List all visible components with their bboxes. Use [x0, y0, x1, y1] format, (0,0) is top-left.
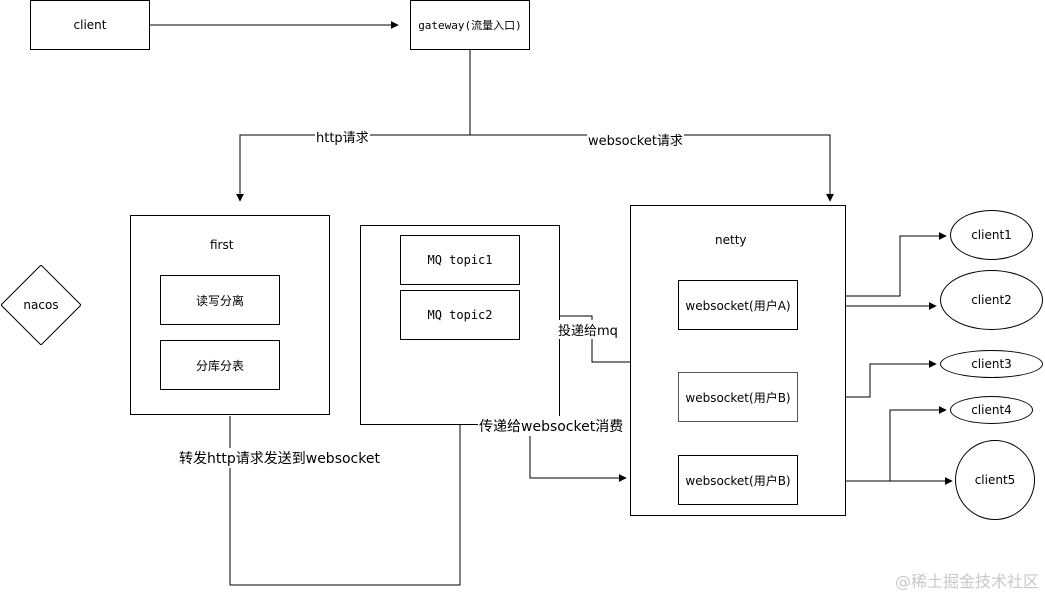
- ws-user-b2-node[interactable]: websocket(用户B): [678, 455, 798, 505]
- ws-user-b1-node[interactable]: websocket(用户B): [678, 372, 798, 422]
- sharding-node[interactable]: 分库分表: [160, 340, 280, 390]
- nacos-node[interactable]: nacos: [0, 264, 82, 346]
- mq-topic1-label: MQ topic1: [427, 253, 493, 267]
- edge-wsb2-client4: [889, 406, 947, 481]
- sharding-label: 分库分表: [195, 358, 244, 373]
- gateway-node[interactable]: gateway(流量入口): [410, 0, 530, 50]
- edge-forward: [229, 349, 464, 586]
- client5-label: client5: [974, 473, 1016, 487]
- watermark: @稀土掘金技术社区: [894, 572, 1039, 591]
- rw-split-node[interactable]: 读写分离: [160, 275, 280, 325]
- nacos-label: nacos: [23, 298, 59, 312]
- client4-label: client4: [971, 403, 1012, 417]
- mq-topic2-label: MQ topic2: [427, 308, 493, 322]
- client2-node[interactable]: client2: [940, 270, 1043, 330]
- ws-user-b2-label: websocket(用户B): [685, 473, 791, 488]
- gateway-label: gateway(流量入口): [418, 19, 522, 32]
- client-node[interactable]: client: [30, 0, 150, 50]
- ws-user-b1-label: websocket(用户B): [685, 390, 791, 405]
- deliver-mq-label: 投递给mq: [557, 320, 619, 339]
- client1-node[interactable]: client1: [950, 210, 1033, 260]
- edge-http: [236, 134, 470, 202]
- edge-wsa-client1: [798, 232, 947, 297]
- ws-user-a-label: websocket(用户A): [685, 298, 791, 313]
- forward-http-label: 转发http请求发送到websocket: [178, 448, 381, 468]
- client3-node[interactable]: client3: [940, 350, 1043, 378]
- ws-user-a-node[interactable]: websocket(用户A): [678, 280, 798, 330]
- client1-label: client1: [971, 228, 1012, 242]
- mq-topic2-node[interactable]: MQ topic2: [400, 290, 520, 340]
- client-label: client: [73, 18, 107, 32]
- first-title: first: [210, 238, 234, 252]
- client4-node[interactable]: client4: [950, 396, 1033, 424]
- client2-label: client2: [971, 293, 1012, 307]
- websocket-request-label: websocket请求: [587, 130, 684, 149]
- client5-node[interactable]: client5: [955, 440, 1035, 520]
- http-request-label: http请求: [315, 127, 370, 146]
- edge-deliver-mq: [532, 312, 630, 363]
- rw-split-label: 读写分离: [195, 293, 244, 308]
- deliver-websocket-label: 传递给websocket消费: [478, 416, 625, 436]
- mq-topic1-node[interactable]: MQ topic1: [400, 235, 520, 285]
- client3-label: client3: [971, 357, 1012, 371]
- netty-title: netty: [715, 233, 747, 247]
